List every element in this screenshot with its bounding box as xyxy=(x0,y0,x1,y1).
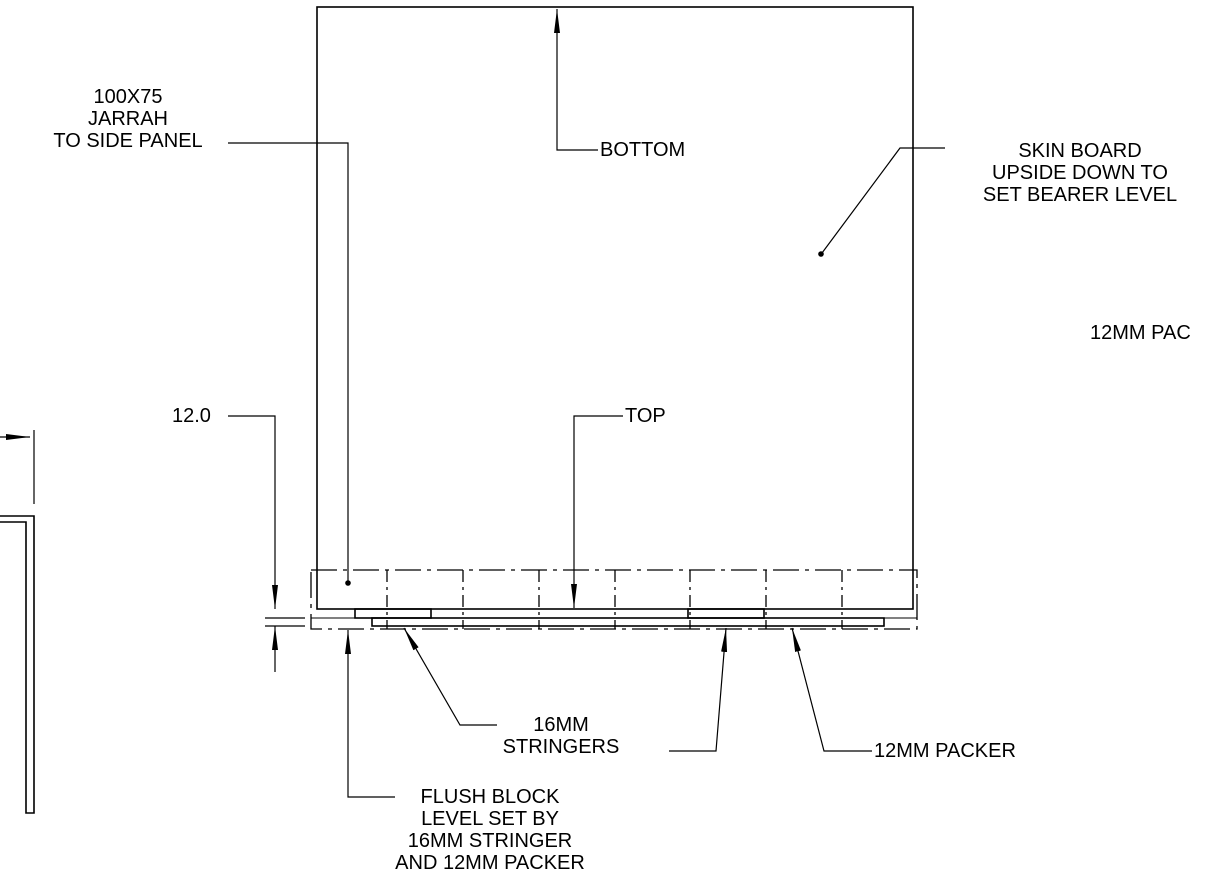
skin-board-dot xyxy=(818,251,824,257)
dim-leader xyxy=(228,415,278,609)
packer-strip xyxy=(371,617,885,627)
top-leader xyxy=(571,415,623,608)
left-frame-edge xyxy=(0,515,35,814)
packer-leader xyxy=(791,627,872,752)
flush-block-label: FLUSH BLOCK LEVEL SET BY 16MM STRINGER A… xyxy=(395,786,585,874)
stringer-right xyxy=(687,608,765,619)
stringers-leader-right xyxy=(669,627,728,752)
bottom-leader xyxy=(554,9,598,151)
dimension-value: 12.0 xyxy=(172,405,211,427)
jarrah-leader xyxy=(228,142,349,581)
skin-board-leader xyxy=(821,147,945,254)
packer-partial-label: 12MM PAC xyxy=(1090,322,1191,344)
packer-label: 12MM PACKER xyxy=(874,740,1016,762)
stringers-label: 16MM STRINGERS xyxy=(502,714,620,758)
top-label: TOP xyxy=(625,405,666,427)
jarrah-label: 100X75 JARRAH TO SIDE PANEL xyxy=(53,86,203,152)
bearer-dividers xyxy=(386,570,843,629)
stringer-left xyxy=(354,608,432,619)
stringers-leader-left xyxy=(403,627,497,726)
flush-block-leader xyxy=(345,630,395,798)
jarrah-dot xyxy=(345,580,351,586)
bottom-label: BOTTOM xyxy=(600,139,686,161)
bearer-phantom xyxy=(310,569,918,630)
skin-board-label: SKIN BOARD UPSIDE DOWN TO SET BEARER LEV… xyxy=(982,140,1178,206)
skin-board-panel xyxy=(316,6,914,610)
